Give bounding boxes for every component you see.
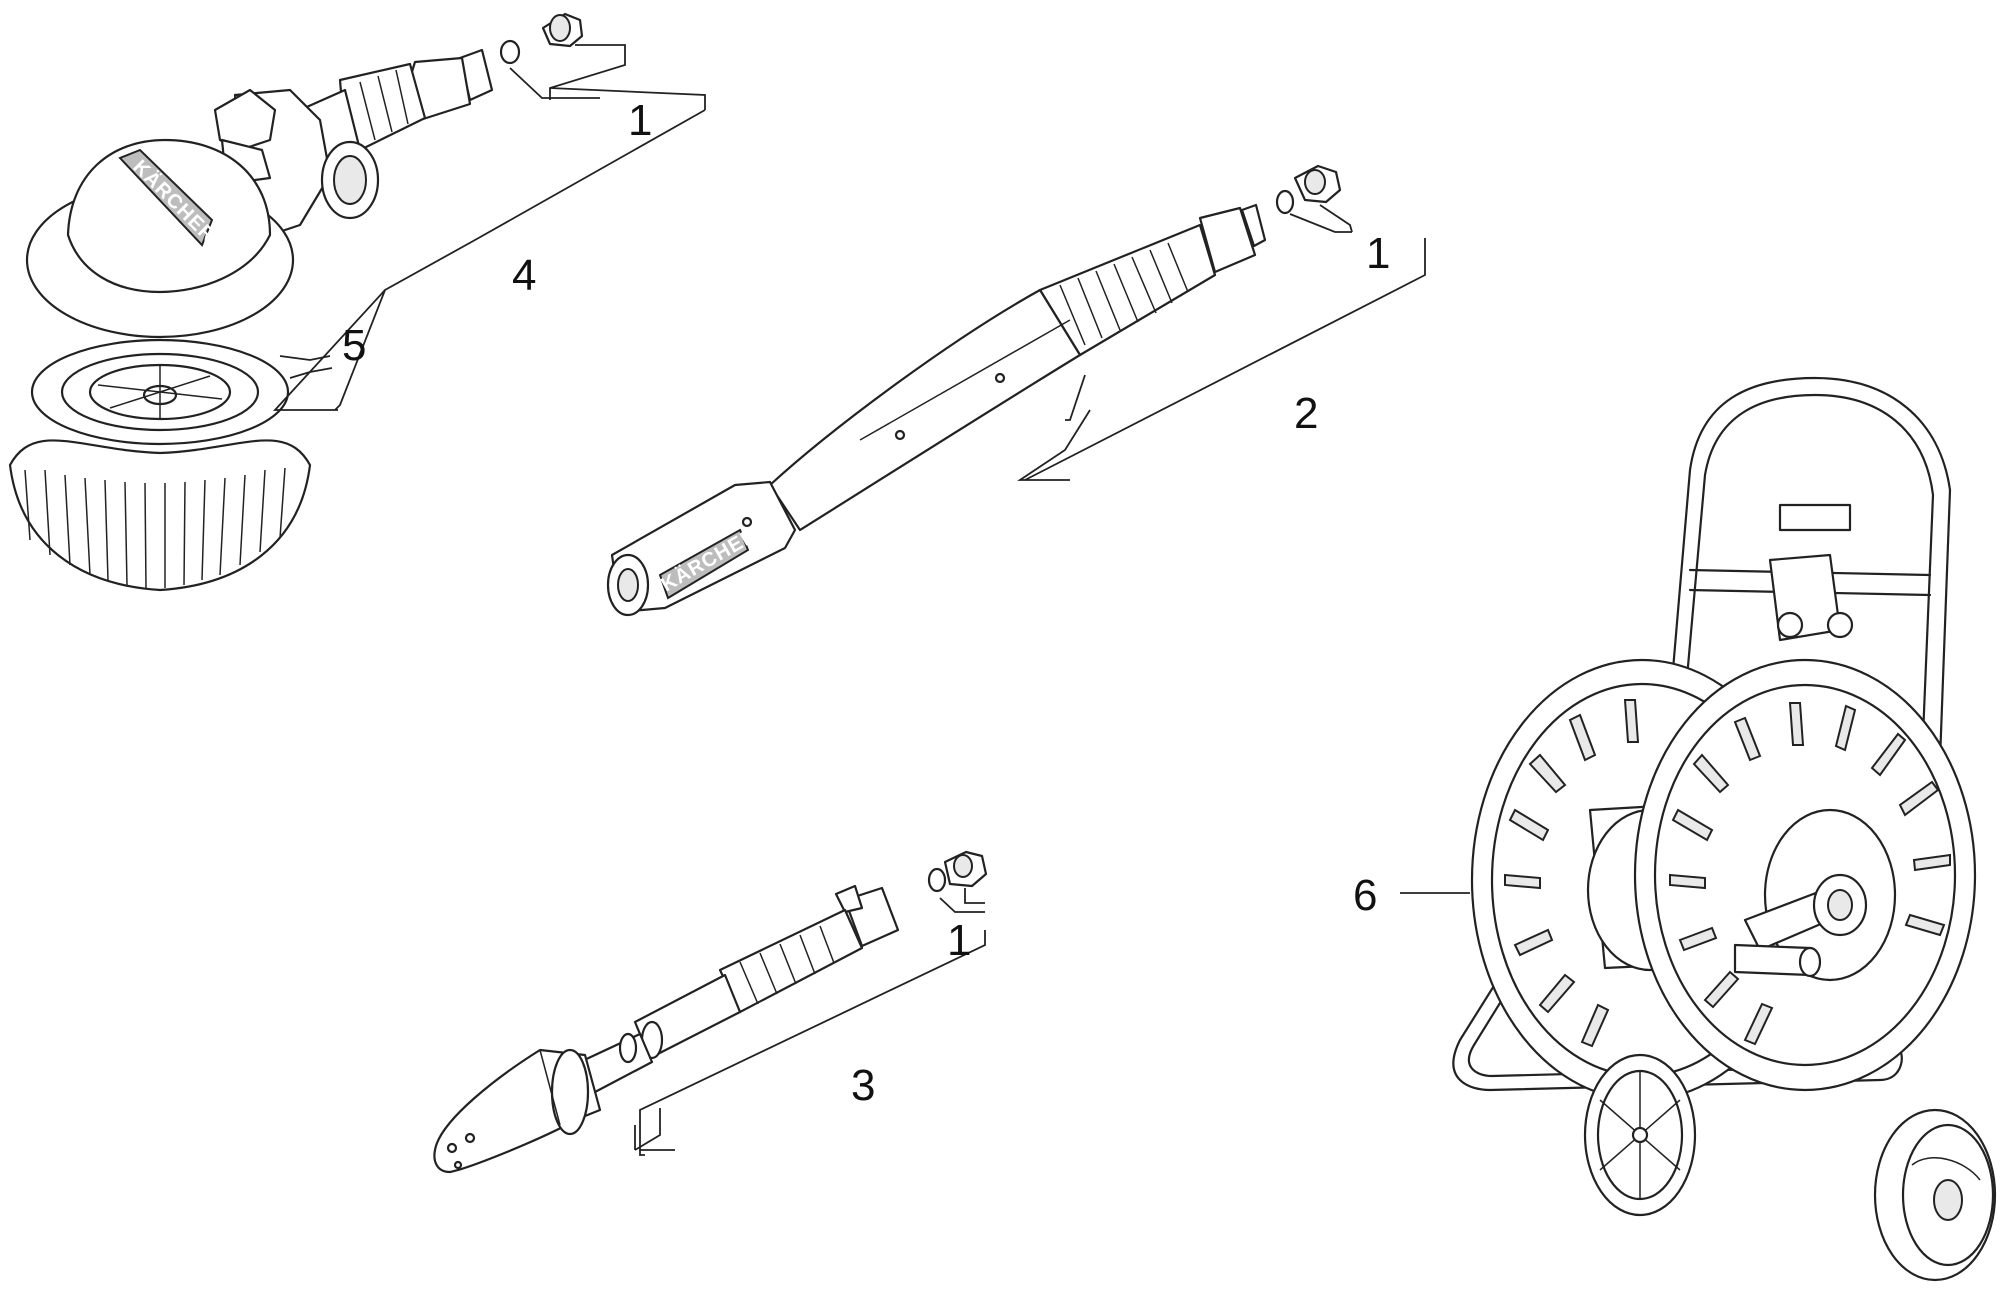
lance-coupling xyxy=(1198,203,1267,274)
rotary-nipple xyxy=(927,850,988,893)
lance-body xyxy=(768,288,1082,532)
brush-insert xyxy=(8,338,312,592)
lance-nipple xyxy=(1275,164,1342,215)
callout-leaders-rotary xyxy=(634,888,986,1156)
callout-5: 5 xyxy=(342,321,366,370)
brush-handle xyxy=(298,48,494,167)
front-reel-slots xyxy=(1669,702,1951,1046)
callout-leaders-lance xyxy=(1017,204,1426,481)
lance-nozzle-head: KÄRCHER xyxy=(606,480,797,617)
spray-lance-assembly: KÄRCHER xyxy=(606,164,1342,617)
callout-leaders-brush xyxy=(272,44,706,411)
rotary-nozzle-cone xyxy=(433,1048,602,1174)
callout-4: 4 xyxy=(512,251,536,300)
callout-2: 2 xyxy=(1294,389,1318,438)
brush-nipple xyxy=(499,12,584,65)
callout-6: 6 xyxy=(1353,871,1377,920)
callout-1-lance: 1 xyxy=(1366,229,1390,278)
hose-reel-trolley xyxy=(1452,376,1997,1282)
rotary-grip xyxy=(718,908,864,1014)
callout-1-brush: 1 xyxy=(628,96,652,145)
rotary-coupling xyxy=(834,884,900,948)
callout-1-rotary: 1 xyxy=(947,916,971,965)
wash-brush-assembly: KÄRCHER xyxy=(8,12,584,592)
rotary-tube xyxy=(578,973,742,1094)
rotary-nozzle-assembly xyxy=(433,850,988,1174)
callout-3: 3 xyxy=(851,1061,875,1110)
rear-reel-slots xyxy=(1504,699,1640,1048)
brush-head: KÄRCHER xyxy=(25,138,295,339)
